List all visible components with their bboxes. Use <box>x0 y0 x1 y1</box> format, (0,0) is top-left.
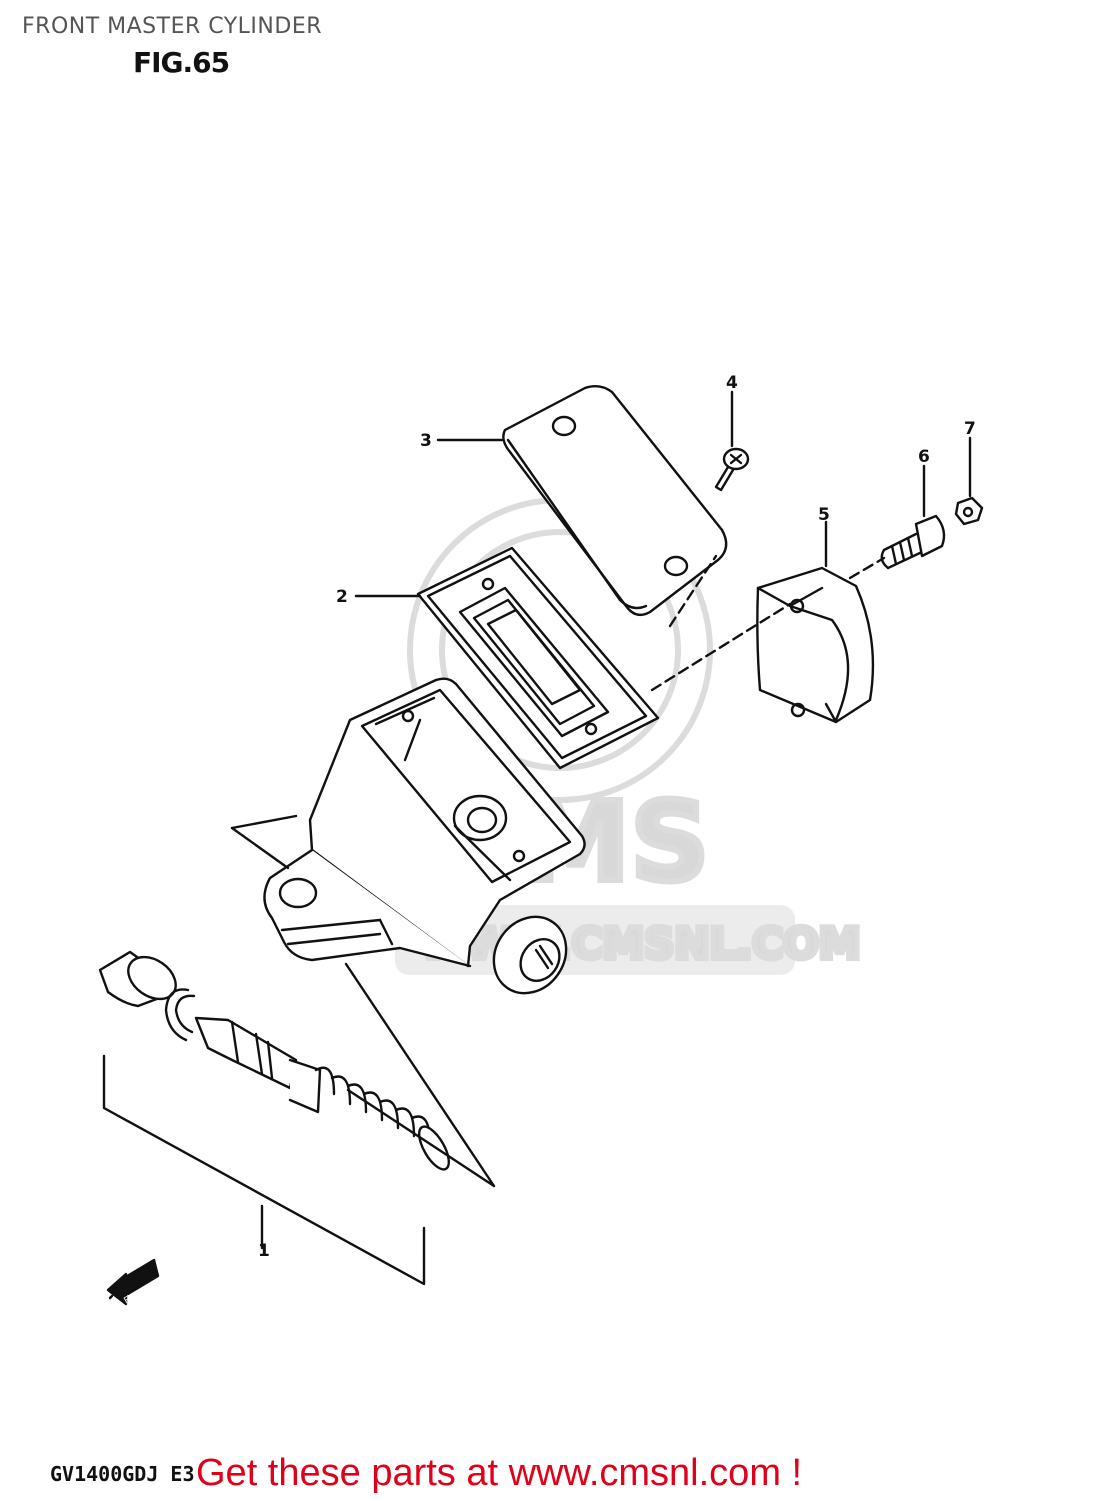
callout-7: 7 <box>964 419 976 439</box>
forward-arrow <box>106 1258 160 1306</box>
callout-6: 6 <box>918 447 930 467</box>
page-title: FRONT MASTER CYLINDER <box>22 14 323 39</box>
diaphragm <box>416 546 660 770</box>
parts-link[interactable]: Get these parts at www.cmsnl.com ! <box>196 1452 803 1494</box>
watermark-url: WWW.CMSNL.COM <box>420 919 861 968</box>
leader-lines <box>102 390 972 1286</box>
callout-1: 1 <box>258 1241 270 1261</box>
handlebar-clamp <box>756 566 875 724</box>
master-cylinder-body <box>263 677 586 995</box>
clamp-nut <box>954 496 984 526</box>
callout-2: 2 <box>336 587 348 607</box>
model-code: GV1400GDJ E3 <box>50 1462 195 1486</box>
reservoir-cap <box>502 385 728 617</box>
callout-5: 5 <box>818 505 830 525</box>
callout-3: 3 <box>420 431 432 451</box>
piston-kit <box>98 950 450 1171</box>
cap-screw <box>714 447 750 492</box>
figure-number: FIG.65 <box>133 46 230 79</box>
clamp-bolt <box>880 514 946 570</box>
callout-4: 4 <box>726 373 738 393</box>
